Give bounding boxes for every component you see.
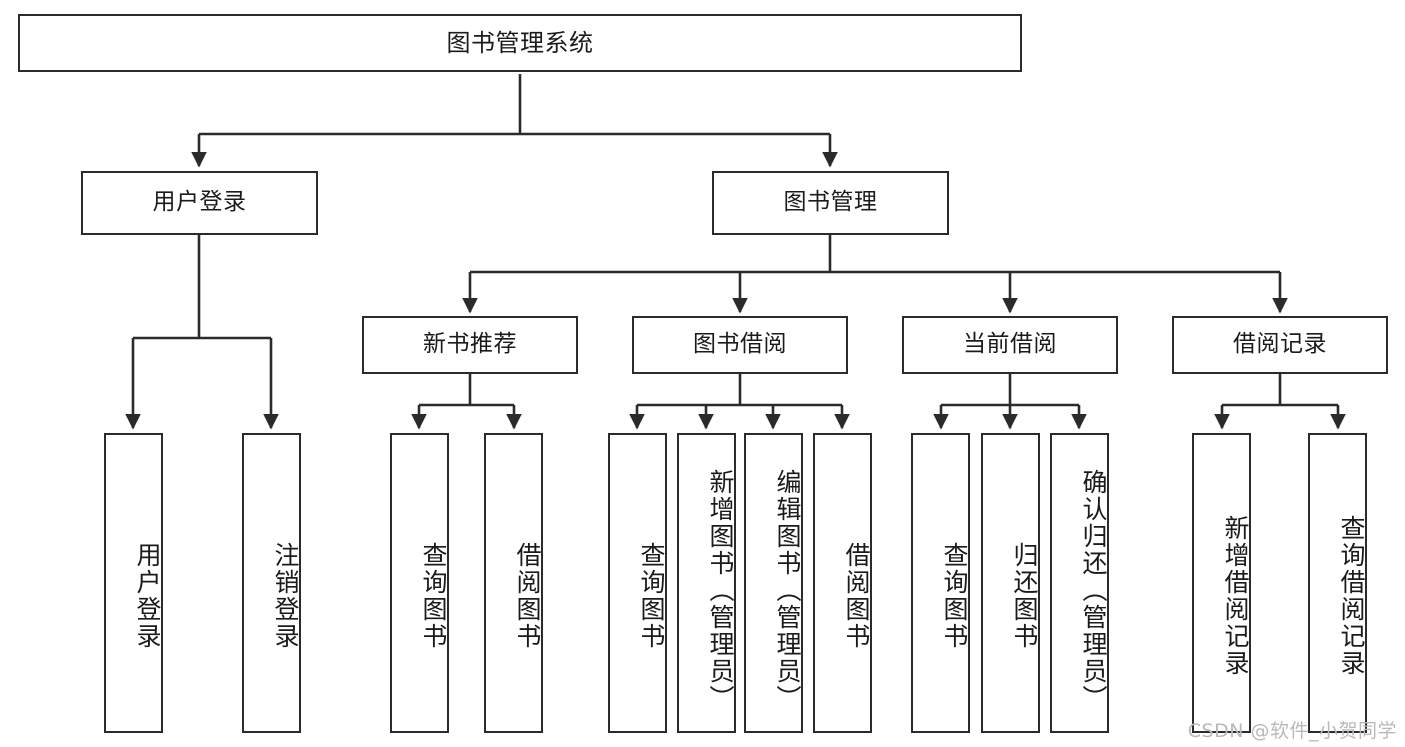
csdn-watermark: CSDN @软件_小贺同学 [1187,720,1397,742]
node-label: 借阅图书 [842,542,871,650]
node-book-borrow[interactable]: 图书借阅 [632,316,848,374]
node-leaf-query-book-recommend[interactable]: 查询图书 [390,433,449,733]
node-label: 图书管理 [783,189,878,216]
node-leaf-borrow-book-recommend[interactable]: 借阅图书 [484,433,543,733]
node-label: 编辑图书（管理员） [773,468,802,712]
node-root-system[interactable]: 图书管理系统 [18,14,1022,72]
node-label: 新增借阅记录 [1221,515,1250,677]
node-label: 借阅记录 [1233,331,1327,358]
node-leaf-return-book[interactable]: 归还图书 [981,433,1040,733]
node-leaf-query-book-borrow[interactable]: 查询图书 [608,433,667,733]
node-leaf-query-borrow-record[interactable]: 查询借阅记录 [1308,433,1367,733]
node-label: 注销登录 [271,542,300,650]
node-borrow-record[interactable]: 借阅记录 [1172,316,1388,374]
node-leaf-query-book-current[interactable]: 查询图书 [911,433,970,733]
node-label: 确认归还（管理员） [1079,468,1108,712]
node-leaf-logout[interactable]: 注销登录 [242,433,301,733]
node-leaf-borrow-book[interactable]: 借阅图书 [813,433,872,733]
node-leaf-add-borrow-record[interactable]: 新增借阅记录 [1192,433,1251,733]
node-label: 图书借阅 [693,331,787,358]
node-label: 查询图书 [940,542,969,650]
node-new-book-recommend[interactable]: 新书推荐 [362,316,578,374]
node-label: 借阅图书 [513,542,542,650]
node-leaf-edit-book-admin[interactable]: 编辑图书（管理员） [744,433,803,733]
node-label: 查询图书 [637,542,666,650]
node-label: 新增图书（管理员） [706,468,735,712]
node-book-management[interactable]: 图书管理 [712,171,949,235]
node-label: 查询借阅记录 [1337,515,1366,677]
node-label: 图书管理系统 [446,28,594,57]
node-label: 新书推荐 [423,331,517,358]
node-label: 用户登录 [133,542,162,650]
node-label: 查询图书 [419,542,448,650]
node-current-borrow[interactable]: 当前借阅 [902,316,1118,374]
node-label: 当前借阅 [963,331,1057,358]
node-leaf-confirm-return-admin[interactable]: 确认归还（管理员） [1050,433,1109,733]
node-label: 归还图书 [1010,542,1039,650]
node-leaf-add-book-admin[interactable]: 新增图书（管理员） [677,433,736,733]
node-leaf-user-login[interactable]: 用户登录 [104,433,163,733]
node-user-login[interactable]: 用户登录 [81,171,318,235]
node-label: 用户登录 [152,189,247,216]
